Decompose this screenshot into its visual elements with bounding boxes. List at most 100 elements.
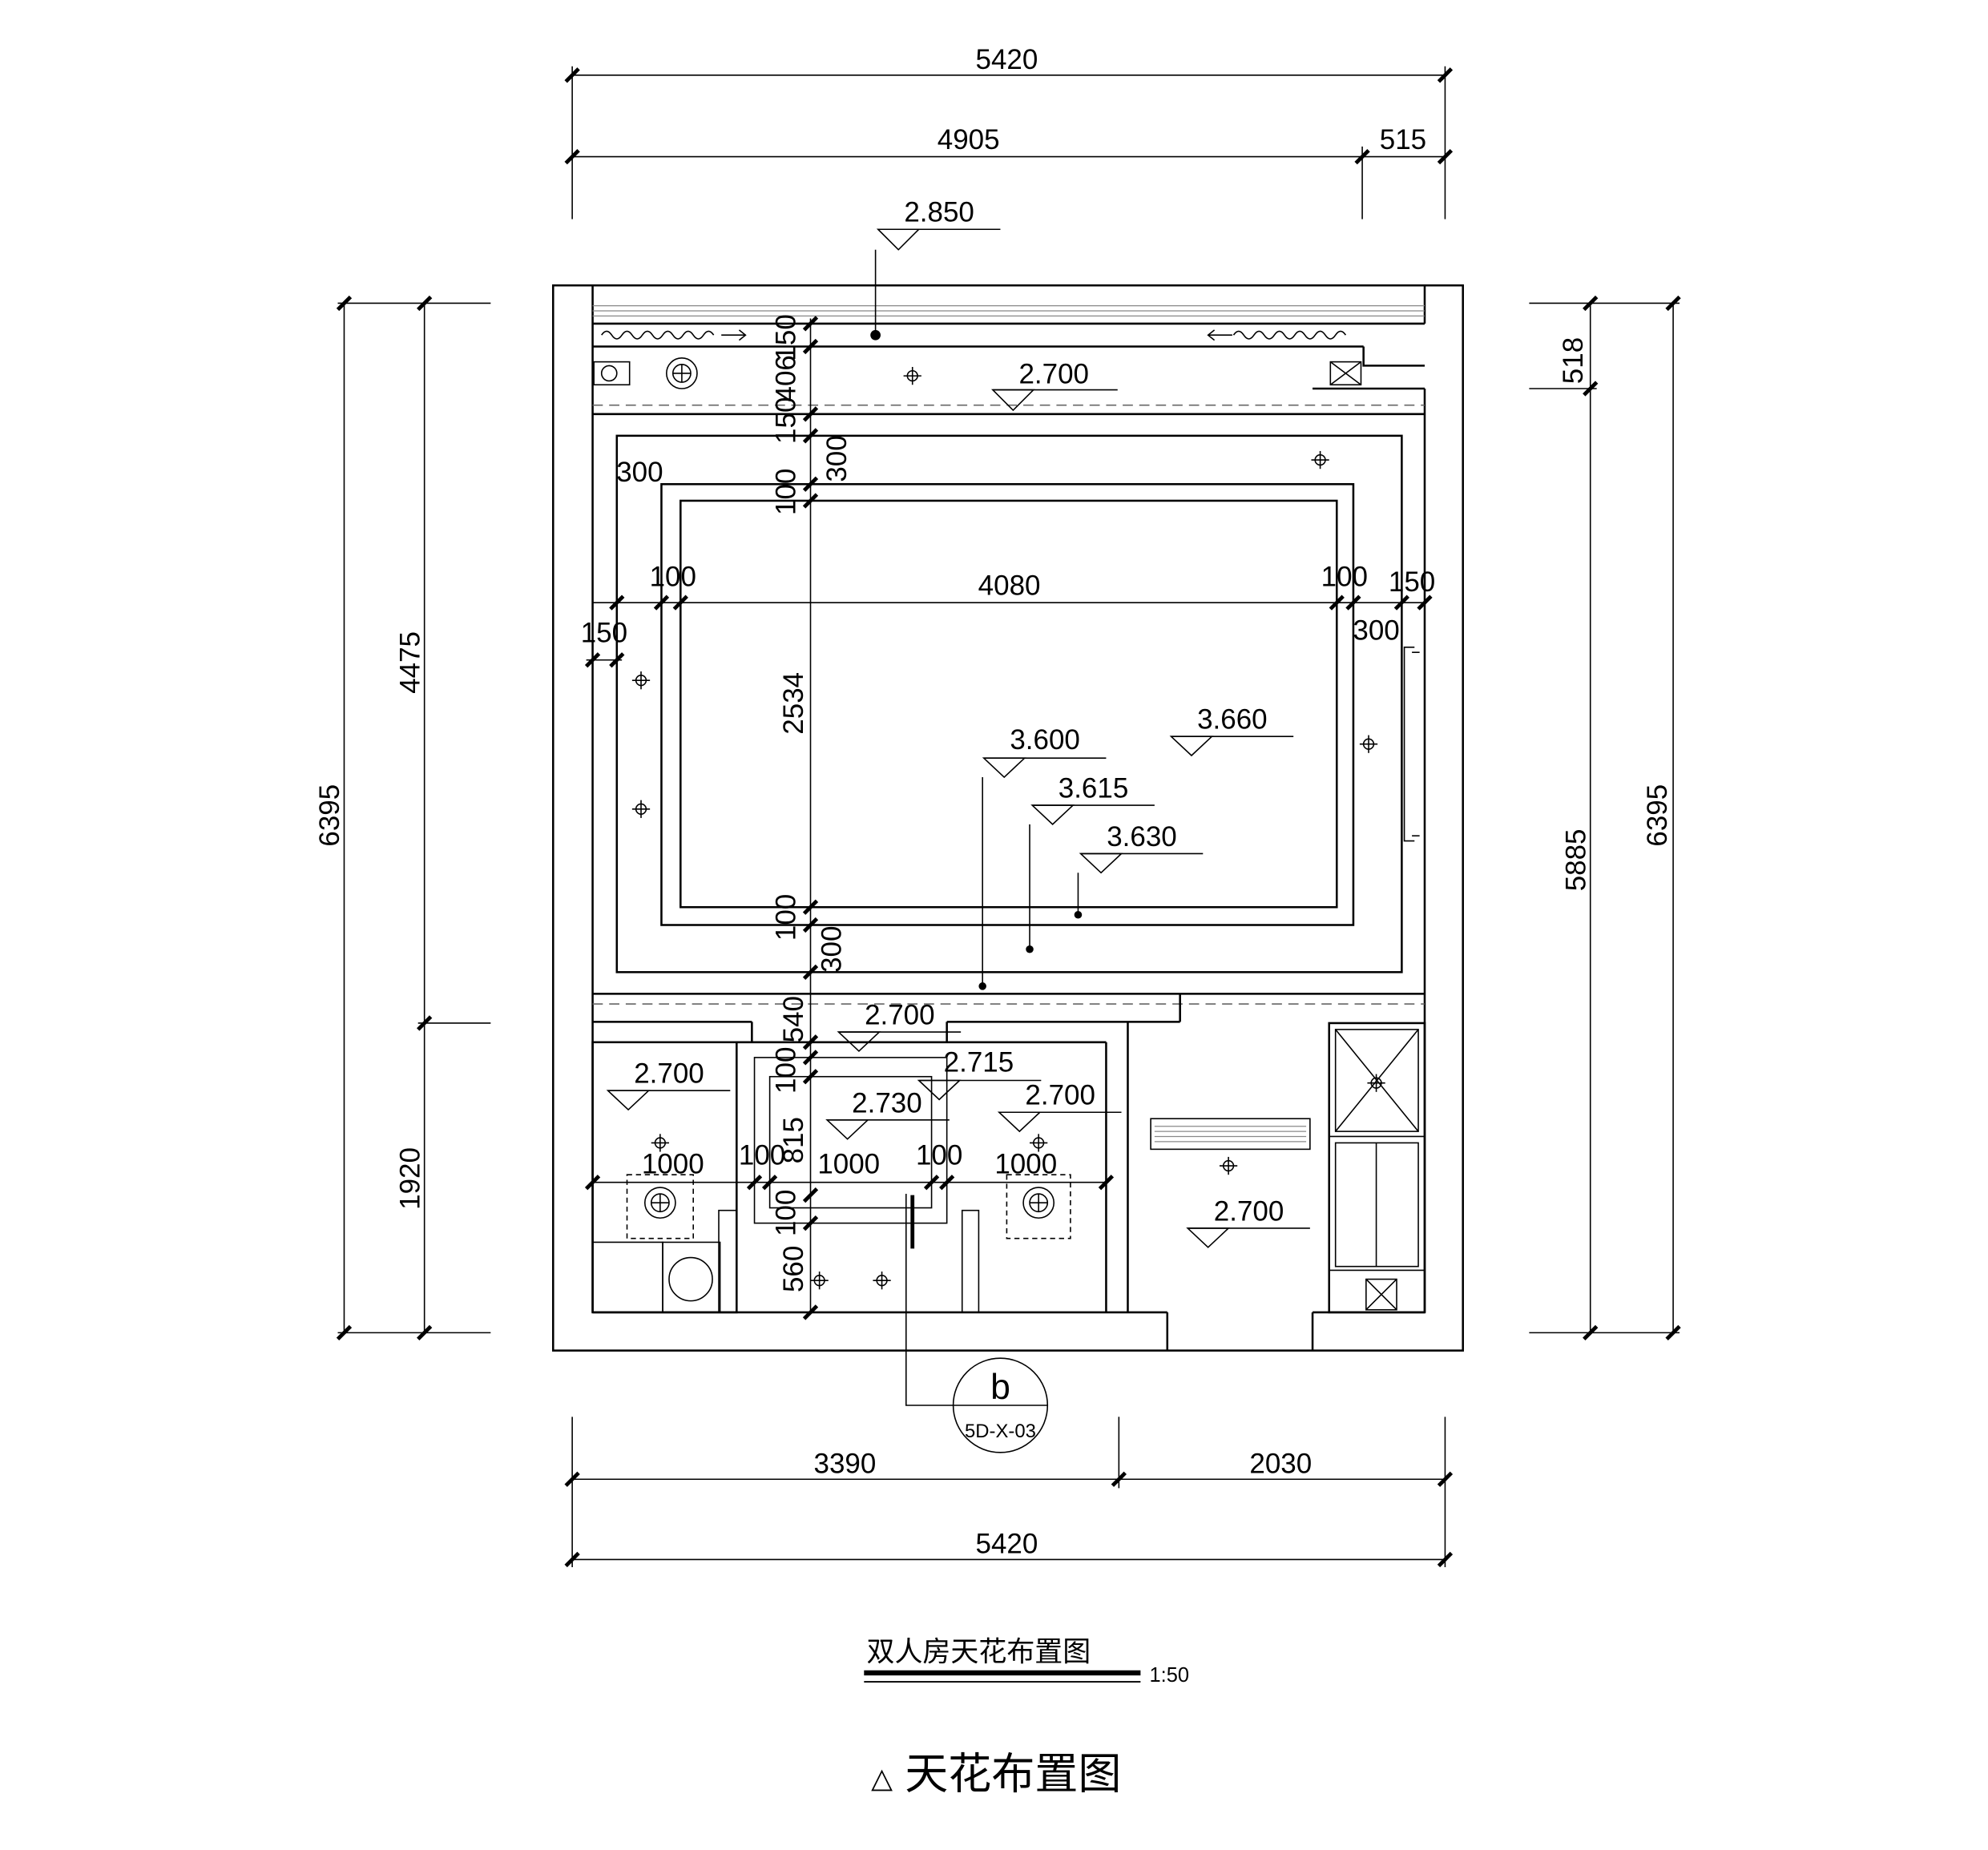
elevation-label: 2.715 — [944, 1046, 1014, 1078]
arrow-left-icon — [1207, 329, 1232, 341]
dim-v-2534: 2534 — [778, 672, 809, 735]
downlight-icon — [1311, 450, 1329, 470]
top-dimensions: 5420 4905 515 — [564, 44, 1454, 220]
elevation-mark: 2.700 — [997, 1080, 1122, 1133]
elevation-marks: 2.850 2.700 3.600 3.615 3.630 3.660 2.70… — [606, 197, 1310, 1248]
inner-dimensions: 150 406 150 300 100 2534 100 300 540 100… — [581, 314, 1435, 1320]
downlight-icon — [810, 1272, 829, 1290]
dim-left-total: 6395 — [314, 784, 345, 847]
right-dimensions: 518 5885 6395 — [1529, 295, 1681, 1341]
dim-v-300-a: 300 — [821, 435, 853, 482]
dim-v-560: 560 — [778, 1246, 809, 1292]
elevation-label: 2.730 — [852, 1087, 922, 1118]
dim-h-100-right: 100 — [1321, 562, 1368, 593]
dim-right-top: 518 — [1558, 337, 1589, 384]
dim-v-100-b: 100 — [770, 894, 801, 941]
downlight-icon — [1367, 1074, 1385, 1092]
downlight-icon — [651, 1134, 669, 1152]
elevation-label: 3.600 — [1010, 724, 1080, 756]
caption-marker-icon: △ — [871, 1763, 893, 1795]
title-block: 双人房天花布置图 1:50 — [864, 1637, 1189, 1687]
section-marker[interactable]: b 5D-X-03 — [905, 1194, 1049, 1453]
dim-h-1000-a: 1000 — [642, 1149, 704, 1180]
elevation-mark: 3.660 — [1169, 704, 1294, 757]
downlight-icon — [1030, 1134, 1048, 1152]
elevation-mark: 2.700 — [990, 359, 1118, 412]
elevation-mark: 2.730 — [825, 1087, 950, 1140]
elevation-mark: 2.715 — [917, 1046, 1042, 1101]
caption-text: 天花布置图 — [905, 1749, 1121, 1800]
elevation-label: 2.700 — [634, 1058, 704, 1090]
dim-bottom-left: 3390 — [814, 1448, 877, 1479]
elevation-mark: 2.850 — [870, 197, 1001, 341]
dim-top-right: 515 — [1380, 124, 1426, 155]
dim-top-total: 5420 — [976, 44, 1038, 75]
dim-h-300-left: 300 — [616, 457, 663, 488]
dim-left-upper: 4475 — [394, 631, 425, 694]
dim-h-100-d: 100 — [916, 1139, 962, 1171]
elevation-mark: 2.700 — [1186, 1195, 1310, 1248]
dim-left-lower: 1920 — [394, 1147, 425, 1210]
exhaust-fan-icon — [643, 1187, 676, 1219]
dim-h-150-right: 150 — [1389, 566, 1435, 598]
downlight-icon — [1219, 1156, 1238, 1175]
downlight-icon — [631, 671, 651, 690]
downlight-icon — [631, 800, 651, 818]
elevation-mark: 2.700 — [606, 1058, 731, 1111]
dim-v-300-b: 300 — [817, 926, 848, 973]
elevation-mark: 3.600 — [978, 724, 1107, 990]
access-panel-icon — [1329, 361, 1362, 386]
dim-h-4080: 4080 — [978, 570, 1041, 602]
dim-v-150-b: 150 — [770, 397, 801, 444]
lower-rooms — [591, 993, 1426, 1314]
downlight-icon — [903, 366, 921, 385]
dim-v-150-a: 150 — [770, 314, 801, 361]
dim-h-150-left: 150 — [581, 617, 627, 648]
dim-top-main: 4905 — [938, 124, 1000, 155]
curtain-wave-right — [1232, 330, 1347, 340]
dim-right-total: 6395 — [1642, 784, 1673, 847]
dim-v-815: 815 — [778, 1117, 809, 1163]
elevation-label: 2.850 — [904, 197, 974, 228]
section-reference: 5D-X-03 — [965, 1421, 1036, 1442]
dim-v-100-d: 100 — [770, 1190, 801, 1236]
downlight-icon — [873, 1272, 891, 1290]
section-letter: b — [990, 1368, 1010, 1407]
dim-h-100-left: 100 — [650, 562, 696, 593]
elevation-label: 2.700 — [1214, 1195, 1284, 1227]
exhaust-fan-icon — [666, 357, 698, 389]
dim-bottom-total: 5420 — [976, 1528, 1038, 1559]
elevation-label: 3.615 — [1059, 772, 1129, 804]
elevation-label: 2.700 — [865, 1000, 935, 1031]
elevation-label: 2.700 — [1025, 1080, 1095, 1111]
elevation-label: 3.630 — [1107, 821, 1177, 852]
dim-v-406: 406 — [770, 355, 801, 401]
left-dimensions: 6395 4475 1920 — [314, 295, 491, 1341]
air-vent-icon — [1150, 1118, 1311, 1151]
bottom-dimensions: 3390 2030 5420 — [564, 1417, 1454, 1568]
arrow-right-icon — [721, 329, 747, 341]
dim-h-1000-b: 1000 — [817, 1149, 880, 1180]
drawing-caption: △ 天花布置图 — [871, 1749, 1121, 1800]
elevation-label: 2.700 — [1018, 359, 1089, 390]
downlight-icon — [1359, 735, 1378, 753]
curtain-box — [592, 305, 1425, 416]
dim-v-100-c: 100 — [770, 1047, 801, 1094]
elevation-label: 3.660 — [1197, 704, 1268, 736]
drawing-title: 双人房天花布置图 — [866, 1637, 1091, 1669]
dim-v-540: 540 — [778, 996, 809, 1042]
exhaust-fan-icon — [1022, 1187, 1055, 1219]
toilet-icon — [668, 1256, 713, 1302]
dim-v-100-a: 100 — [770, 469, 801, 515]
ceiling-trays — [615, 434, 1420, 973]
dim-right-main: 5885 — [1560, 829, 1591, 892]
elevation-mark: 3.615 — [1026, 772, 1155, 953]
elevation-mark: 3.630 — [1074, 821, 1204, 919]
curtain-wave-left — [601, 330, 715, 340]
dim-h-100-c: 100 — [739, 1139, 785, 1171]
dim-h-1000-c: 1000 — [994, 1149, 1057, 1180]
dim-bottom-right: 2030 — [1249, 1448, 1312, 1479]
dim-h-300-right: 300 — [1353, 615, 1399, 646]
